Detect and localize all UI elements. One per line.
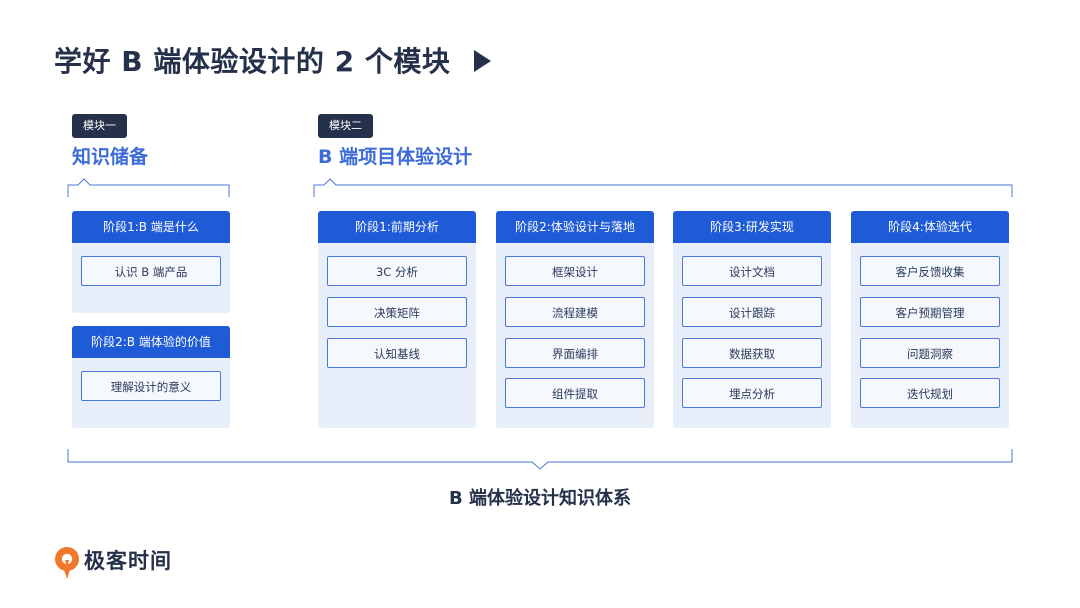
summary-brace [67,449,1013,470]
stage-item: 设计文档 [682,256,822,286]
module-1-tag: 模块一 [72,114,127,138]
stage-panel: 阶段1:B 端是什么 认识 B 端产品 [72,211,230,313]
stage-item: 认知基线 [327,338,467,368]
stage-header: 阶段1:B 端是什么 [72,211,230,243]
stage-item: 埋点分析 [682,378,822,408]
stage-header: 阶段2:B 端体验的价值 [72,326,230,358]
stage-header: 阶段3:研发实现 [673,211,831,243]
stage-header: 阶段1:前期分析 [318,211,476,243]
stage-item: 客户预期管理 [860,297,1000,327]
brand-name: 极客时间 [84,549,172,573]
stage-panel: 阶段2:体验设计与落地 框架设计 流程建模 界面编排 组件提取 [496,211,654,428]
stage-item: 设计跟踪 [682,297,822,327]
stage-item: 迭代规划 [860,378,1000,408]
module-2-tag: 模块二 [318,114,373,138]
stage-item: 数据获取 [682,338,822,368]
summary-label: B 端体验设计知识体系 [449,488,631,509]
stage-item: 组件提取 [505,378,645,408]
module-1-title: 知识储备 [72,146,149,168]
stage-item: 3C 分析 [327,256,467,286]
stage-item: 客户反馈收集 [860,256,1000,286]
stage-item: 问题洞察 [860,338,1000,368]
geektime-logo-icon [55,547,79,579]
stage-panel: 阶段3:研发实现 设计文档 设计跟踪 数据获取 埋点分析 [673,211,831,428]
page-title: 学好 B 端体验设计的 2 个模块 [54,45,451,78]
stage-item: 界面编排 [505,338,645,368]
stage-item: 决策矩阵 [327,297,467,327]
module-2-title: B 端项目体验设计 [318,146,473,168]
stage-header: 阶段2:体验设计与落地 [496,211,654,243]
module-2-brace [313,178,1013,197]
stage-panel: 阶段1:前期分析 3C 分析 决策矩阵 认知基线 [318,211,476,428]
stage-panel: 阶段4:体验迭代 客户反馈收集 客户预期管理 问题洞察 迭代规划 [851,211,1009,428]
stage-item: 理解设计的意义 [81,371,221,401]
module-1-brace [67,178,230,197]
stage-panel: 阶段2:B 端体验的价值 理解设计的意义 [72,326,230,428]
stage-item: 认识 B 端产品 [81,256,221,286]
stage-header: 阶段4:体验迭代 [851,211,1009,243]
stage-item: 框架设计 [505,256,645,286]
play-arrow-icon [474,50,491,72]
stage-item: 流程建模 [505,297,645,327]
